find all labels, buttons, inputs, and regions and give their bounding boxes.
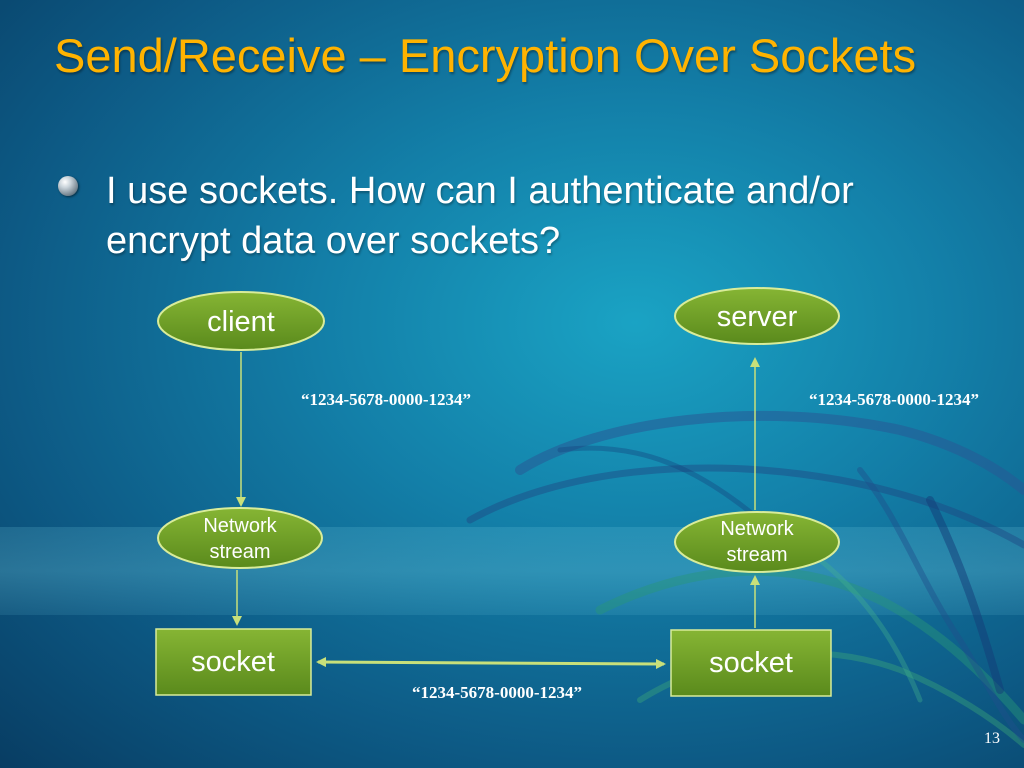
- server-network-stream-line2: stream: [726, 544, 787, 566]
- server-data-label: “1234-5678-0000-1234”: [809, 390, 979, 409]
- client-network-stream-node: [157, 507, 323, 569]
- page-number: 13: [984, 730, 1000, 747]
- server-network-stream-line1: Network: [720, 518, 794, 540]
- client-node: [157, 291, 325, 351]
- wire-data-label: “1234-5678-0000-1234”: [412, 683, 582, 702]
- client-data-label: “1234-5678-0000-1234”: [301, 390, 471, 409]
- server-label: server: [717, 301, 798, 333]
- server-socket-label: socket: [709, 647, 793, 679]
- client-network-stream-line2: stream: [209, 541, 270, 563]
- bullet-icon: [58, 176, 78, 196]
- server-node: [674, 287, 840, 345]
- client-socket-label: socket: [191, 646, 275, 678]
- client-network-stream-line1: Network: [203, 515, 277, 537]
- socket-connection-arrow: [316, 657, 666, 669]
- server-network-stream-node: [674, 511, 840, 573]
- client-socket-node: [155, 628, 312, 696]
- server-socket-node: [670, 629, 832, 697]
- client-label: client: [207, 306, 275, 338]
- bullet-text: I use sockets. How can I authenticate an…: [106, 170, 854, 262]
- slide-title: Send/Receive – Encryption Over Sockets: [54, 29, 917, 82]
